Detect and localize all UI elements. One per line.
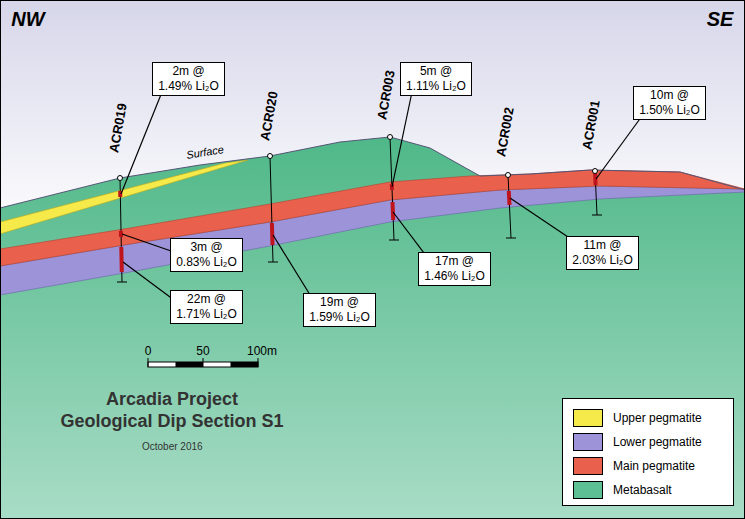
drill-holes	[117, 137, 602, 282]
metabasalt	[0, 137, 745, 519]
legend-text: Main pegmatite	[613, 458, 695, 474]
collar	[388, 135, 393, 140]
hole-end	[506, 238, 516, 239]
collars	[118, 135, 598, 181]
callout-box: 5m @ 1.11% Li₂O	[400, 62, 472, 96]
legend-text: Metabasalt	[613, 482, 672, 498]
assay-text: 5m @ 1.11% Li₂O	[405, 64, 467, 94]
legend-text: Lower pegmatite	[613, 434, 702, 450]
direction-label: SE	[707, 8, 734, 31]
assay-text: 22m @ 1.71% Li₂O	[175, 292, 238, 322]
scale-segment	[176, 362, 204, 367]
scale-tick	[258, 358, 259, 367]
legend-swatch	[573, 409, 603, 427]
assay-text: 11m @ 2.03% Li₂O	[571, 238, 634, 268]
drill-hole	[270, 156, 273, 262]
scale-tick	[148, 358, 149, 367]
scale-number: 100m	[247, 344, 277, 358]
leader-line	[393, 212, 427, 257]
callout-box: 3m @ 0.83% Li₂O	[170, 238, 243, 272]
section-title: Arcadia Project Geological Dip Section S…	[59, 388, 285, 432]
assay-text: 10m @ 1.50% Li₂O	[638, 88, 701, 118]
drill-hole	[390, 137, 394, 240]
collar	[593, 169, 598, 174]
legend-swatch	[573, 481, 603, 499]
intercept	[593, 173, 598, 185]
scale-tick	[203, 358, 204, 367]
intercept	[270, 223, 275, 245]
legend-swatch	[573, 433, 603, 451]
direction-label: NW	[11, 8, 44, 31]
scale-number: 0	[145, 344, 152, 358]
hole-end	[117, 282, 127, 283]
leader-line	[510, 198, 574, 241]
scale-bar	[148, 358, 258, 367]
hole-end	[268, 262, 278, 263]
legend-box: Upper pegmatiteLower pegmatiteMain pegma…	[562, 398, 734, 506]
legend-text: Upper pegmatite	[613, 410, 702, 426]
scale-number: 50	[196, 344, 209, 358]
assay-text: 19m @ 1.59% Li₂O	[308, 295, 371, 325]
leader-line	[392, 92, 412, 187]
callout-box: 19m @ 1.59% Li₂O	[303, 293, 376, 327]
callout-box: 2m @ 1.49% Li₂O	[152, 62, 225, 96]
hole-end	[592, 215, 602, 216]
callout-box: 11m @ 2.03% Li₂O	[566, 236, 639, 270]
leader-line	[596, 116, 642, 179]
intercept	[119, 247, 124, 272]
leader-line	[122, 234, 174, 252]
callout-box: 22m @ 1.71% Li₂O	[170, 290, 243, 324]
intercept	[391, 202, 396, 220]
collar	[506, 173, 511, 178]
date-caption: October 2016	[142, 441, 203, 452]
assay-text: 2m @ 1.49% Li₂O	[157, 64, 220, 94]
drill-hole	[508, 175, 511, 238]
leader-line	[273, 235, 312, 298]
collar	[118, 176, 123, 181]
intercepts	[120, 173, 595, 272]
callout-box: 17m @ 1.46% Li₂O	[418, 252, 491, 286]
callout-box: 10m @ 1.50% Li₂O	[633, 86, 706, 120]
leader-line	[123, 262, 174, 300]
scale-segment	[231, 362, 259, 367]
assay-text: 3m @ 0.83% Li₂O	[175, 240, 238, 270]
leader-lines	[121, 92, 642, 300]
upper-pegmatite	[0, 160, 248, 234]
legend-swatch	[573, 457, 603, 475]
hole-end	[389, 240, 399, 241]
collar	[268, 154, 273, 159]
assay-text: 17m @ 1.46% Li₂O	[423, 254, 486, 284]
